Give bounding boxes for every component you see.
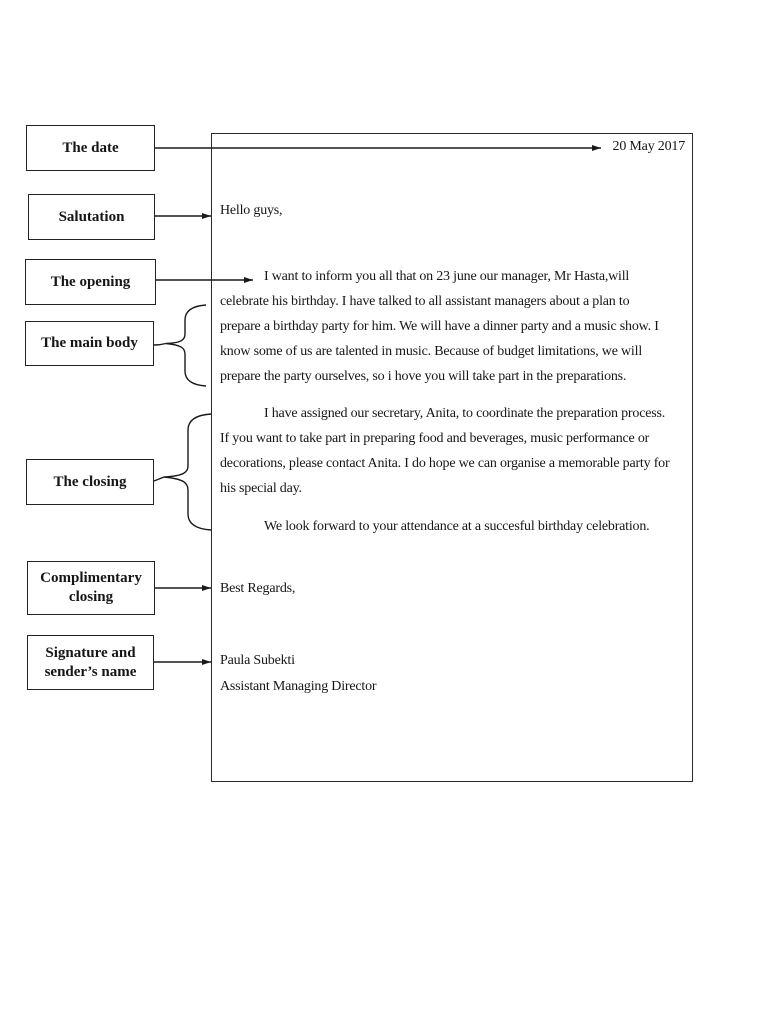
label-box-the-main-body: The main body — [25, 321, 154, 366]
letter-line: If you want to take part in preparing fo… — [220, 431, 650, 446]
label-box-the-date: The date — [26, 125, 155, 171]
letter-line: know some of us are talented in music. B… — [220, 344, 643, 359]
letter-line: prepare the party ourselves, so i hove y… — [220, 369, 627, 384]
letter-paragraph-1: I want to inform you all that on 23 june… — [220, 264, 659, 389]
letter-complimentary-closing: Best Regards, — [220, 581, 296, 596]
letter-line: I want to inform you all that on 23 june… — [264, 269, 630, 284]
label-the-closing: The closing — [53, 473, 127, 490]
main-body-brace-connector — [153, 342, 167, 346]
letter-paragraph-3: We look forward to your attendance at a … — [264, 519, 650, 534]
letter-frame — [211, 133, 693, 782]
letter-salutation: Hello guys, — [220, 203, 283, 218]
letter-date: 20 May 2017 — [612, 139, 686, 154]
label-the-main-body: The main body — [41, 335, 138, 351]
main-body-brace — [165, 304, 207, 387]
label-box-salutation: Salutation — [28, 194, 155, 240]
label-signature: Signature and sender’s name — [44, 644, 137, 680]
label-the-date: The date — [62, 139, 119, 156]
letter-sender-name: Paula Subekti — [220, 653, 295, 668]
label-box-signature: Signature and sender’s name — [27, 635, 154, 690]
letter-line: celebrate his birthday. I have talked to… — [220, 294, 630, 309]
label-complimentary-closing: Complimentary closing — [40, 570, 142, 605]
label-box-complimentary-closing: Complimentary closing — [27, 561, 155, 615]
label-box-the-opening: The opening — [25, 259, 156, 305]
label-salutation: Salutation — [58, 208, 125, 225]
letter-sender-title: Assistant Managing Director — [220, 679, 377, 694]
letter-paragraph-2: I have assigned our secretary, Anita, to… — [220, 401, 670, 501]
label-box-the-closing: The closing — [26, 459, 154, 505]
letter-line: his special day. — [220, 481, 302, 496]
closing-brace-connector — [153, 476, 165, 482]
letter-line: prepare a birthday party for him. We wil… — [220, 319, 659, 334]
letter-line: I have assigned our secretary, Anita, to… — [264, 406, 666, 421]
letter-line: decorations, please contact Anita. I do … — [220, 456, 670, 471]
label-the-opening: The opening — [50, 273, 131, 290]
closing-brace — [163, 413, 212, 531]
